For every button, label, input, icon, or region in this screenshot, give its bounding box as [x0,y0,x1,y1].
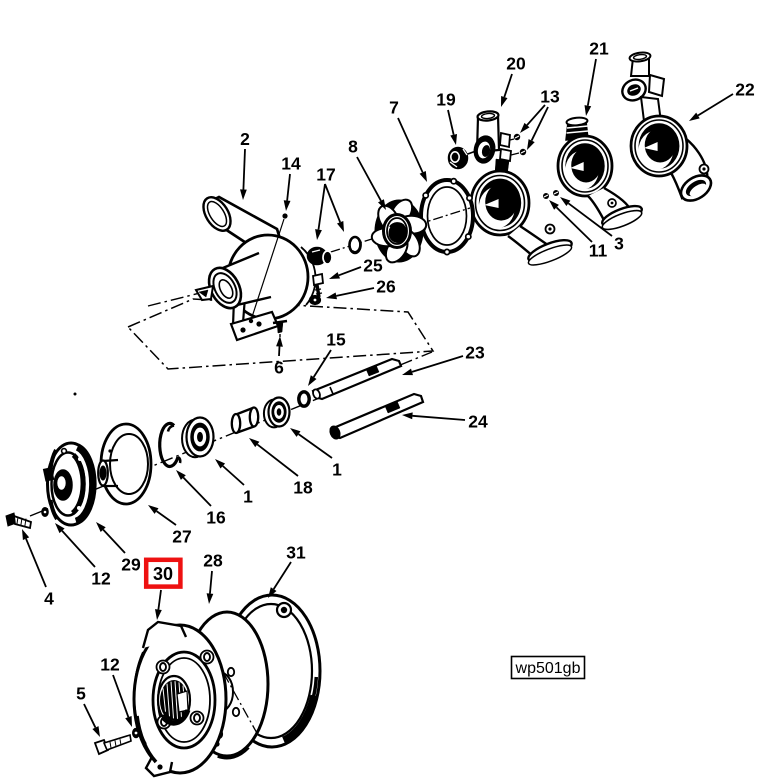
svg-text:7: 7 [389,97,399,117]
svg-text:1: 1 [243,486,253,506]
svg-text:3: 3 [614,233,624,253]
svg-text:21: 21 [589,38,609,58]
svg-text:23: 23 [465,342,485,362]
svg-text:12: 12 [91,568,111,588]
svg-text:22: 22 [735,79,755,99]
svg-text:27: 27 [172,526,191,546]
svg-text:11: 11 [589,240,608,260]
svg-text:26: 26 [376,276,396,296]
svg-text:wp501gb: wp501gb [515,660,581,677]
svg-text:2: 2 [240,129,250,149]
svg-text:6: 6 [274,357,284,377]
svg-text:15: 15 [326,329,346,349]
svg-text:19: 19 [436,89,456,109]
svg-text:17: 17 [316,164,335,184]
svg-text:28: 28 [203,550,223,570]
svg-text:31: 31 [286,542,306,562]
svg-text:30: 30 [153,564,173,584]
svg-text:5: 5 [76,683,86,703]
svg-text:14: 14 [281,153,301,173]
svg-text:4: 4 [44,588,54,608]
svg-text:16: 16 [206,507,226,527]
svg-text:24: 24 [468,411,488,431]
svg-text:1: 1 [332,459,342,479]
svg-text:13: 13 [540,86,560,106]
svg-text:29: 29 [121,554,141,574]
svg-text:12: 12 [100,654,120,674]
svg-text:25: 25 [363,255,383,275]
svg-text:18: 18 [293,477,313,497]
svg-text:8: 8 [348,136,358,156]
svg-text:20: 20 [506,53,526,73]
